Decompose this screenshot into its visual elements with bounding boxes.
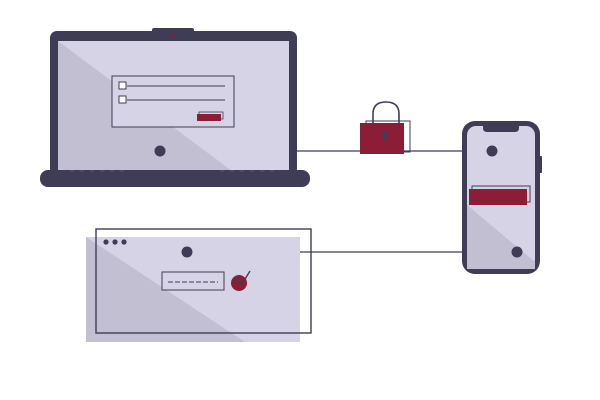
phone-top-connection-node bbox=[486, 145, 498, 157]
window-control-dot[interactable] bbox=[112, 239, 118, 245]
phone-notch bbox=[483, 126, 519, 132]
browser-connection-node bbox=[181, 246, 193, 258]
smartphone bbox=[462, 121, 542, 274]
username-checkbox[interactable] bbox=[118, 81, 127, 90]
verification-code-field[interactable] bbox=[161, 271, 225, 291]
phone-banner bbox=[469, 189, 527, 205]
browser-window bbox=[86, 228, 312, 342]
phone-side-button bbox=[539, 156, 542, 173]
password-checkbox[interactable] bbox=[118, 95, 127, 104]
laptop-camera-icon bbox=[171, 34, 175, 38]
browser-window-frame bbox=[95, 228, 312, 334]
padlock-body bbox=[360, 123, 404, 154]
padlock-keyhole bbox=[382, 131, 388, 137]
window-control-dot[interactable] bbox=[103, 239, 109, 245]
laptop-login-form bbox=[111, 75, 235, 128]
laptop-camera-bar bbox=[152, 28, 194, 33]
login-button[interactable] bbox=[197, 114, 221, 121]
padlock-keyhole-slot bbox=[383, 135, 387, 142]
window-control-dot[interactable] bbox=[121, 239, 127, 245]
padlock-icon bbox=[360, 101, 411, 154]
laptop-connection-node bbox=[154, 145, 166, 157]
verified-badge-icon bbox=[231, 275, 247, 291]
checkmark-icon bbox=[235, 270, 251, 286]
phone-bottom-connection-node bbox=[511, 246, 523, 258]
padlock-shackle bbox=[372, 101, 400, 124]
laptop-base bbox=[40, 170, 310, 187]
laptop bbox=[40, 28, 310, 187]
